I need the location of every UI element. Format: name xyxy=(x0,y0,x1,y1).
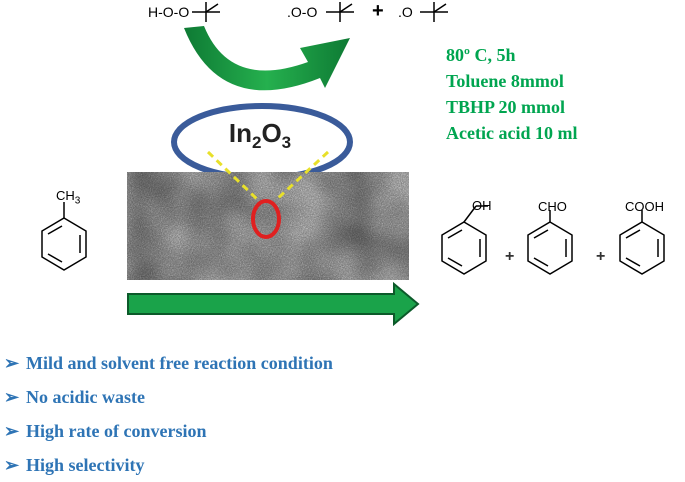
tert-butyl-icon xyxy=(192,2,220,22)
list-item: ➢ No acidic waste xyxy=(4,380,333,414)
list-item: ➢ Mild and solvent free reaction conditi… xyxy=(4,346,333,380)
tbhp-reactant: H-O-O xyxy=(148,4,190,20)
benzene-ring-icon xyxy=(527,210,573,275)
condition-acetic-acid: Acetic acid 10 ml xyxy=(446,123,578,143)
benzene-ring-icon xyxy=(441,205,488,275)
aldehyde-label: CHO xyxy=(538,199,567,214)
alkoxy-radical: .O xyxy=(398,4,413,20)
benzene-ring-icon xyxy=(41,202,87,271)
list-item: ➢ High rate of conversion xyxy=(4,414,333,448)
reaction-arrow xyxy=(127,282,420,326)
active-site-highlight xyxy=(251,199,281,239)
arrow-bullet-icon: ➢ xyxy=(4,454,20,475)
condition-temperature: 80º C, 5h xyxy=(446,45,516,65)
arrow-bullet-icon: ➢ xyxy=(4,420,20,441)
reaction-conditions: 80º C, 5h Toluene 8mmol TBHP 20 mmol Ace… xyxy=(446,42,577,146)
hydroxyl-label: OH xyxy=(472,198,492,213)
tert-butyl-icon xyxy=(420,2,448,22)
product-plus-2: + xyxy=(596,248,606,265)
list-item-text: High rate of conversion xyxy=(26,420,207,441)
list-item-text: High selectivity xyxy=(26,454,145,475)
list-item-text: No acidic waste xyxy=(26,386,145,407)
product-plus-1: + xyxy=(505,248,515,265)
tert-butyl-icon xyxy=(326,2,354,22)
arrow-bullet-icon: ➢ xyxy=(4,352,20,373)
peroxy-radical: .O-O xyxy=(287,4,318,20)
list-item-text: Mild and solvent free reaction condition xyxy=(26,352,333,373)
condition-toluene: Toluene 8mmol xyxy=(446,71,564,91)
benzene-ring-icon xyxy=(619,210,665,275)
list-item: ➢ High selectivity xyxy=(4,448,333,482)
equation-plus: + xyxy=(372,0,384,22)
tem-micrograph xyxy=(127,172,409,280)
highlights-list: ➢ Mild and solvent free reaction conditi… xyxy=(4,346,333,482)
condition-tbhp: TBHP 20 mmol xyxy=(446,97,566,117)
carboxyl-label: COOH xyxy=(625,199,664,214)
arrow-bullet-icon: ➢ xyxy=(4,386,20,407)
curved-green-arrow xyxy=(184,26,350,91)
catalyst-formula: In2O3 xyxy=(228,118,292,153)
methyl-label: CH3 xyxy=(56,188,81,207)
